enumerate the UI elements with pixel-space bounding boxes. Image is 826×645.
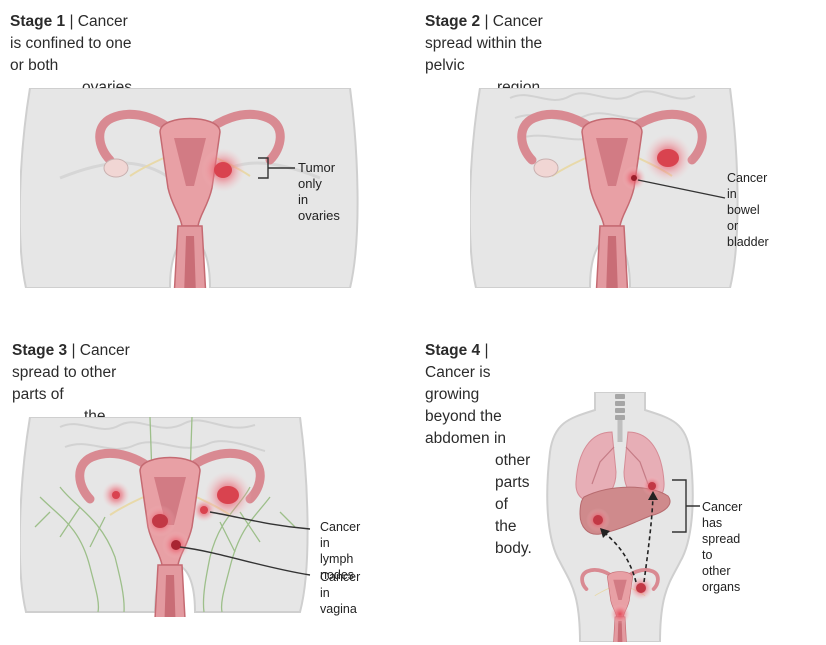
right-ovary-tumor [214,162,232,178]
vagina-tumor [171,540,181,550]
stage-1-heading: Stage 1 | Cancer is confined to one or b… [10,11,136,99]
stage-1-label: Stage 1 [10,13,65,30]
stage-2-heading: Stage 2 | Cancer spread within the pelvi… [425,11,544,99]
stage-4-line1: Cancer is growing beyond the abdomen in [425,364,506,447]
stage-4-label: Stage 4 [425,342,480,359]
stage-2-callout-line2: bowel or [727,202,769,234]
lymph-tumor-left [112,491,120,499]
stage-3-callout-a-line1: Cancer in [320,519,360,551]
stage-4-callout-line2: to other organs [702,547,742,595]
stage-2-callout: Cancer in bowel or bladder [727,170,769,250]
stage-1-separator: | [65,13,78,30]
stage-4-line2: other parts of the body. [425,450,532,560]
bowel-tumor [631,175,637,181]
right-ovary-tumor [657,149,679,167]
left-ovary [534,159,558,177]
stage-3-illustration [20,417,320,617]
stage-4-separator: | [480,342,488,359]
stage-4-heading: Stage 4 | Cancer is growing beyond the a… [425,340,532,560]
stage-2-callout-line3: bladder [727,234,769,250]
pelvic-tumor-2-glow [610,604,630,624]
stage-3-label: Stage 3 [12,342,67,359]
uterus-tumor [152,514,168,528]
stage-1-callout-line1: Tumor only [298,160,340,192]
stage-2-illustration [470,88,770,288]
stage-2-separator: | [480,13,493,30]
stage-3-callout-b-line2: vagina [320,601,360,617]
stage-4-callout-line1: Cancer has spread [702,499,742,547]
stage-1-callout-line2: in ovaries [298,192,340,224]
stage-2-label: Stage 2 [425,13,480,30]
stage-1-illustration [20,88,400,288]
right-ovary-tumor [217,486,239,504]
stage-3-callout-vagina: Cancer in vagina [320,569,360,617]
stage-2-callout-line1: Cancer in [727,170,769,202]
pelvic-tumor [636,583,646,593]
liver-tumor [593,515,603,525]
lung-tumor [648,482,656,490]
stage-3-separator: | [67,342,80,359]
stage-4-illustration [540,392,700,642]
stage-3-callout-b-line1: Cancer in [320,569,360,601]
left-ovary [104,159,128,177]
stage-1-callout: Tumor only in ovaries [298,160,340,224]
stage-4-callout: Cancer has spread to other organs [702,499,742,595]
lymph-tumor-right [200,506,208,514]
